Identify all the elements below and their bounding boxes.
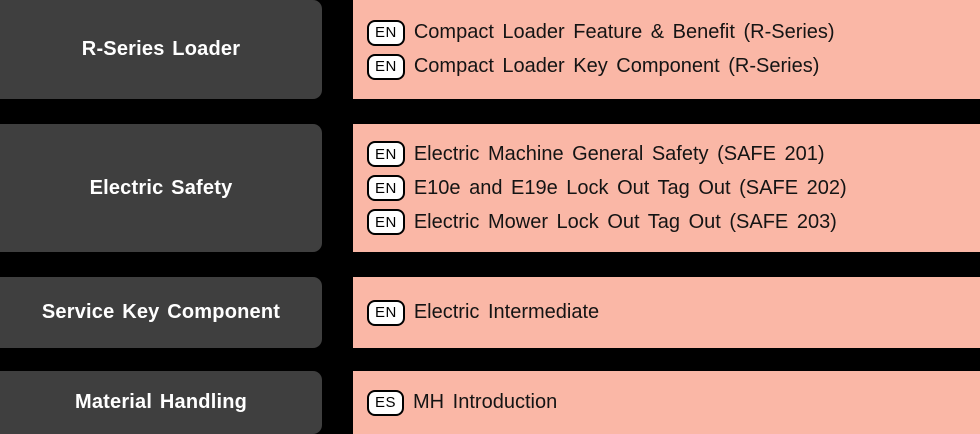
course-title: Electric Intermediate (413, 301, 600, 323)
course-title: E10e and E19e Lock Out Tag Out (SAFE 202… (413, 176, 847, 199)
course-item[interactable]: EN Electric Intermediate (367, 296, 980, 330)
language-badge: EN (367, 175, 405, 201)
course-title: Compact Loader Feature & Benefit (R-Seri… (413, 21, 835, 43)
course-title: Electric Machine General Safety (SAFE 20… (413, 142, 825, 165)
course-title: Compact Loader Key Component (R-Series) (413, 55, 820, 77)
course-item[interactable]: EN E10e and E19e Lock Out Tag Out (SAFE … (367, 171, 980, 205)
language-badge: ES (367, 389, 405, 416)
course-item[interactable]: EN Electric Mower Lock Out Tag Out (SAFE… (367, 205, 980, 239)
course-title: MH Introduction (413, 391, 558, 413)
category-label: Material Handling (74, 391, 248, 413)
category-label-box: Material Handling (0, 371, 322, 434)
course-item[interactable]: EN Compact Loader Feature & Benefit (R-S… (367, 16, 980, 50)
course-list: EN Electric Intermediate (353, 277, 980, 348)
category-label-box: Service Key Component (0, 277, 322, 348)
course-list: ES MH Introduction (353, 371, 980, 434)
course-list: EN Electric Machine General Safety (SAFE… (353, 124, 980, 252)
language-badge: EN (367, 299, 405, 326)
course-list: EN Compact Loader Feature & Benefit (R-S… (353, 0, 980, 99)
category-label: Service Key Component (41, 301, 281, 323)
category-label: R-Series Loader (81, 38, 241, 60)
language-badge: EN (367, 141, 405, 167)
course-row: Electric Safety EN Electric Machine Gene… (0, 124, 980, 252)
course-title: Electric Mower Lock Out Tag Out (SAFE 20… (413, 210, 837, 233)
course-item[interactable]: EN Compact Loader Key Component (R-Serie… (367, 50, 980, 84)
language-badge: EN (367, 53, 405, 80)
language-badge: EN (367, 19, 405, 46)
category-label: Electric Safety (89, 176, 233, 199)
course-row: Material Handling ES MH Introduction (0, 371, 980, 434)
language-badge: EN (367, 209, 405, 235)
course-row: R-Series Loader EN Compact Loader Featur… (0, 0, 980, 99)
category-label-box: R-Series Loader (0, 0, 322, 99)
course-item[interactable]: EN Electric Machine General Safety (SAFE… (367, 137, 980, 171)
course-item[interactable]: ES MH Introduction (367, 386, 980, 420)
category-label-box: Electric Safety (0, 124, 322, 252)
course-row: Service Key Component EN Electric Interm… (0, 277, 980, 348)
